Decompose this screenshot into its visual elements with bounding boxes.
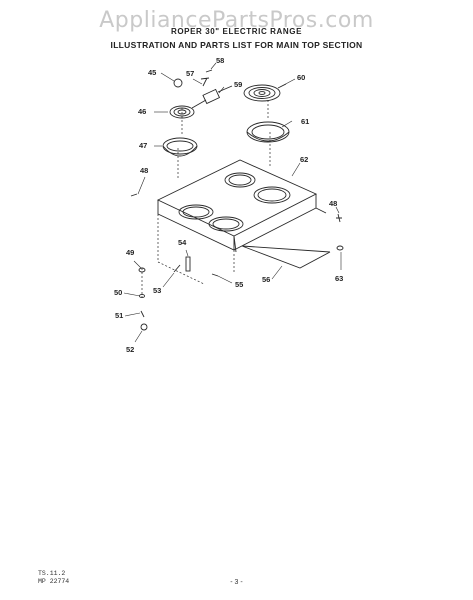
part-54-hinge xyxy=(185,256,191,272)
part-52-grommet xyxy=(140,323,148,331)
callout-51: 51 xyxy=(115,311,123,320)
part-45-knob xyxy=(173,78,183,88)
callout-47: 47 xyxy=(139,141,147,150)
part-53-bracket xyxy=(173,264,181,273)
part-48-screw-right xyxy=(336,213,342,223)
callout-45: 45 xyxy=(148,68,156,77)
drip-pan-47 xyxy=(162,137,198,157)
callout-46: 46 xyxy=(138,107,146,116)
callout-49: 49 xyxy=(126,248,134,257)
footer-code-1: TS.11.2 xyxy=(38,570,66,577)
drip-pan-61 xyxy=(246,121,290,143)
callout-63: 63 xyxy=(335,274,343,283)
part-49-clip xyxy=(138,267,146,273)
footer-code-2: MP 22774 xyxy=(38,578,70,585)
callout-58: 58 xyxy=(216,56,224,65)
callout-48-right: 48 xyxy=(329,199,337,208)
part-57-screw xyxy=(200,77,210,87)
callout-56: 56 xyxy=(262,275,270,284)
page-number: - 3 - xyxy=(230,579,243,586)
callout-60: 60 xyxy=(297,73,305,82)
part-51-screw xyxy=(140,310,145,318)
callout-59: 59 xyxy=(234,80,242,89)
callout-48-left: 48 xyxy=(140,166,148,175)
part-56-rod xyxy=(241,245,331,269)
terminal-block-59 xyxy=(202,85,233,105)
part-63-clip xyxy=(336,245,344,251)
callout-52: 52 xyxy=(126,345,134,354)
callout-50: 50 xyxy=(114,288,122,297)
diagram-title: ROPER 30" ELECTRIC RANGE xyxy=(170,27,303,36)
callout-57: 57 xyxy=(186,69,194,78)
callout-61: 61 xyxy=(301,117,309,126)
callout-55: 55 xyxy=(235,280,243,289)
part-58-screw xyxy=(205,69,213,73)
assembly-lines xyxy=(141,100,271,300)
part-55-screw xyxy=(211,273,219,277)
surface-element-46 xyxy=(169,99,207,119)
diagram-subtitle: ILLUSTRATION AND PARTS LIST FOR MAIN TOP… xyxy=(110,40,363,50)
watermark-text: AppliancePartsPros.com xyxy=(99,8,374,33)
callout-53: 53 xyxy=(153,286,161,295)
leader-lines xyxy=(123,62,342,343)
part-48-screw-left xyxy=(130,193,138,197)
callout-54: 54 xyxy=(178,238,187,247)
callout-62: 62 xyxy=(300,155,308,164)
surface-element-60 xyxy=(243,83,287,102)
main-top-panel xyxy=(156,159,327,253)
